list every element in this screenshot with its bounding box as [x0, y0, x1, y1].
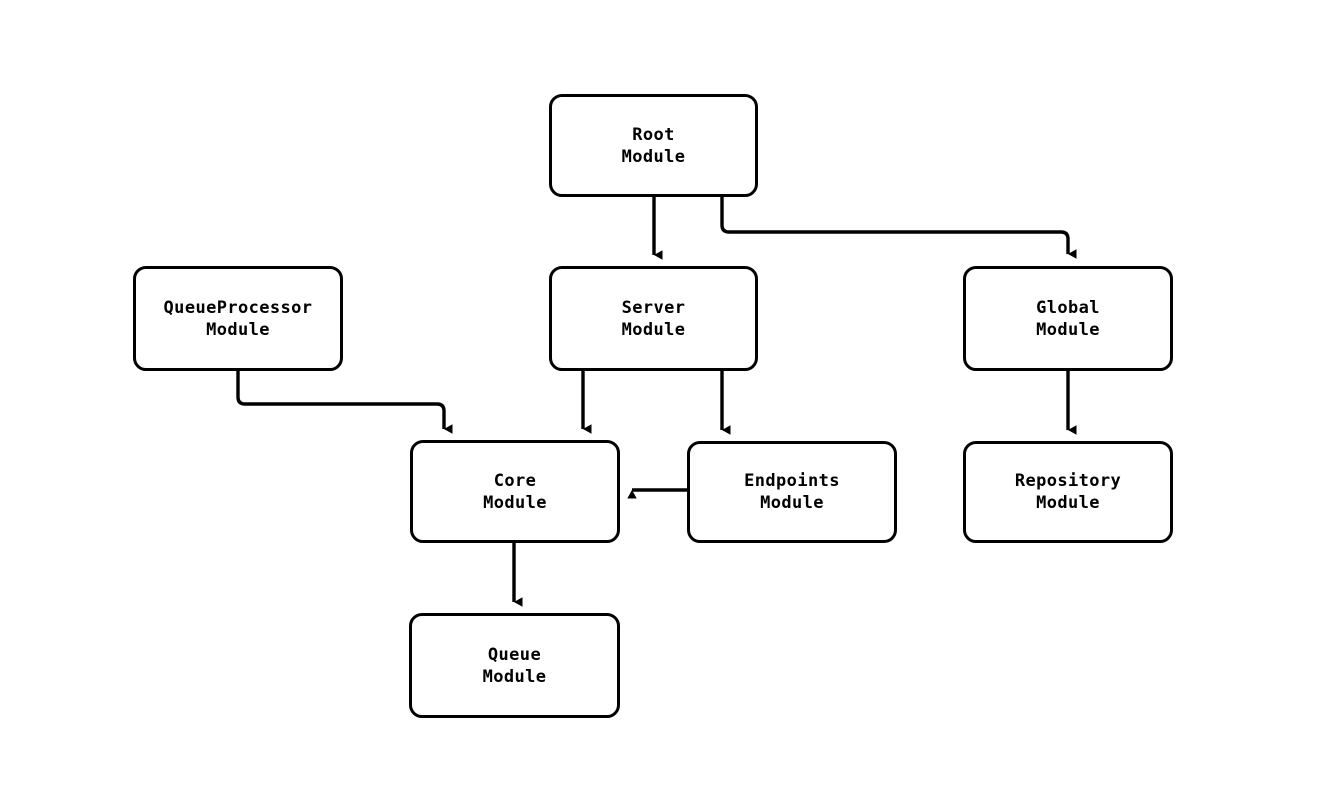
node-core-module-label: Core Module [483, 470, 547, 513]
node-repository-module[interactable]: Repository Module [963, 441, 1173, 543]
node-root-module[interactable]: Root Module [549, 94, 758, 197]
node-global-module-label: Global Module [1036, 297, 1100, 340]
node-server-module[interactable]: Server Module [549, 266, 758, 371]
node-server-module-label: Server Module [621, 297, 686, 340]
node-queue-module[interactable]: Queue Module [409, 613, 620, 718]
node-global-module[interactable]: Global Module [963, 266, 1173, 371]
node-queueprocessor-module-label: QueueProcessor Module [163, 297, 313, 340]
node-core-module[interactable]: Core Module [410, 440, 620, 543]
node-root-module-label: Root Module [621, 124, 686, 167]
node-repository-module-label: Repository Module [1014, 471, 1122, 513]
node-queue-module-label: Queue Module [482, 644, 547, 687]
node-queueprocessor-module[interactable]: QueueProcessor Module [133, 266, 343, 371]
node-endpoints-module[interactable]: Endpoints Module [687, 441, 897, 543]
node-endpoints-module-label: Endpoints Module [744, 471, 840, 513]
